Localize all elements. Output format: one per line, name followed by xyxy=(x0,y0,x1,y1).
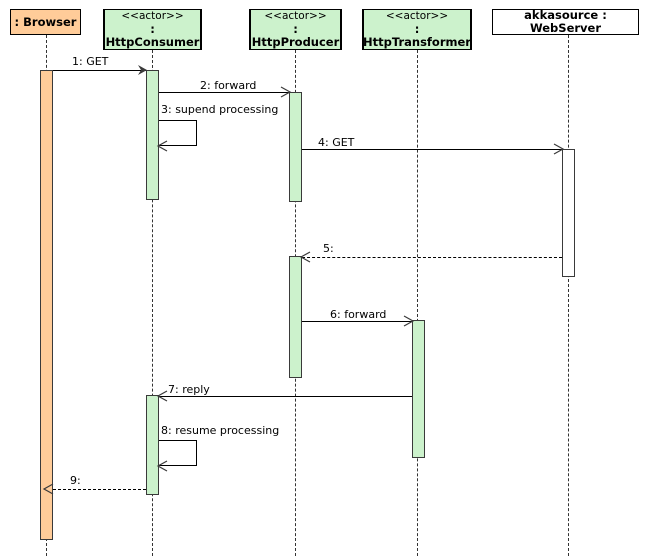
participant-name-browser: : Browser xyxy=(14,14,77,29)
arrowhead-right-4 xyxy=(553,143,565,155)
arrowhead-right-2 xyxy=(280,86,292,98)
message-label-2: 2: forward xyxy=(200,79,257,92)
activation-bar-httpconsumer-2 xyxy=(146,395,159,495)
participant-stereotype-httpproducer: <<actor>> xyxy=(264,10,327,22)
message-label-3: 3: supend processing xyxy=(161,103,279,116)
participant-stereotype-httptransformer: <<actor>> xyxy=(385,10,449,22)
message-label-7: 7: reply xyxy=(168,383,210,396)
activation-bar-httpproducer-2 xyxy=(289,256,302,378)
arrowhead-left-3 xyxy=(156,140,168,152)
arrowhead-left-8 xyxy=(156,460,168,472)
message-label-6: 6: forward xyxy=(330,308,387,321)
participant-name-webserver: akkasource : WebServer xyxy=(524,8,607,35)
message-line-1 xyxy=(53,70,146,71)
participant-name-httpconsumer: : HttpConsumer xyxy=(105,22,200,49)
message-label-1: 1: GET xyxy=(72,55,109,68)
message-line-7 xyxy=(159,396,412,397)
participant-head-browser[interactable]: : Browser xyxy=(10,9,81,35)
message-line-5 xyxy=(302,257,562,258)
participant-name-httptransformer: : HttpTransformer xyxy=(363,22,471,49)
message-line-6 xyxy=(302,321,412,322)
participant-head-webserver[interactable]: akkasource : WebServer xyxy=(492,9,639,35)
activation-bar-webserver xyxy=(562,149,575,277)
self-message-box-3 xyxy=(159,120,197,146)
message-label-4: 4: GET xyxy=(318,136,355,149)
participant-head-httpconsumer[interactable]: <<actor>> : HttpConsumer xyxy=(103,9,202,50)
activation-bar-httpconsumer-1 xyxy=(146,70,159,200)
message-line-4 xyxy=(302,149,562,150)
participant-stereotype-httpconsumer: <<actor>> xyxy=(121,10,184,22)
arrowhead-right-6 xyxy=(403,315,415,327)
participant-head-httpproducer[interactable]: <<actor>> : HttpProducer xyxy=(249,9,342,50)
arrowhead-left-7 xyxy=(156,390,168,402)
message-label-9: 9: xyxy=(70,474,81,487)
lifeline-httpconsumer xyxy=(152,50,153,556)
participant-name-httpproducer: : HttpProducer xyxy=(251,22,340,49)
activation-bar-browser xyxy=(40,70,53,540)
activation-bar-httptransformer xyxy=(412,320,425,458)
arrowhead-right-1 xyxy=(138,65,147,75)
lifeline-webserver xyxy=(568,35,569,556)
activation-bar-httpproducer-1 xyxy=(289,92,302,202)
message-line-2 xyxy=(159,92,289,93)
arrowhead-left-9 xyxy=(42,483,54,495)
lifeline-httptransformer xyxy=(417,50,418,556)
message-line-9 xyxy=(53,489,146,490)
message-label-5: 5: xyxy=(323,242,334,255)
message-label-8: 8: resume processing xyxy=(161,424,280,437)
arrowhead-left-5 xyxy=(299,251,311,263)
self-message-box-8 xyxy=(159,440,197,466)
participant-head-httptransformer[interactable]: <<actor>> : HttpTransformer xyxy=(362,9,472,50)
